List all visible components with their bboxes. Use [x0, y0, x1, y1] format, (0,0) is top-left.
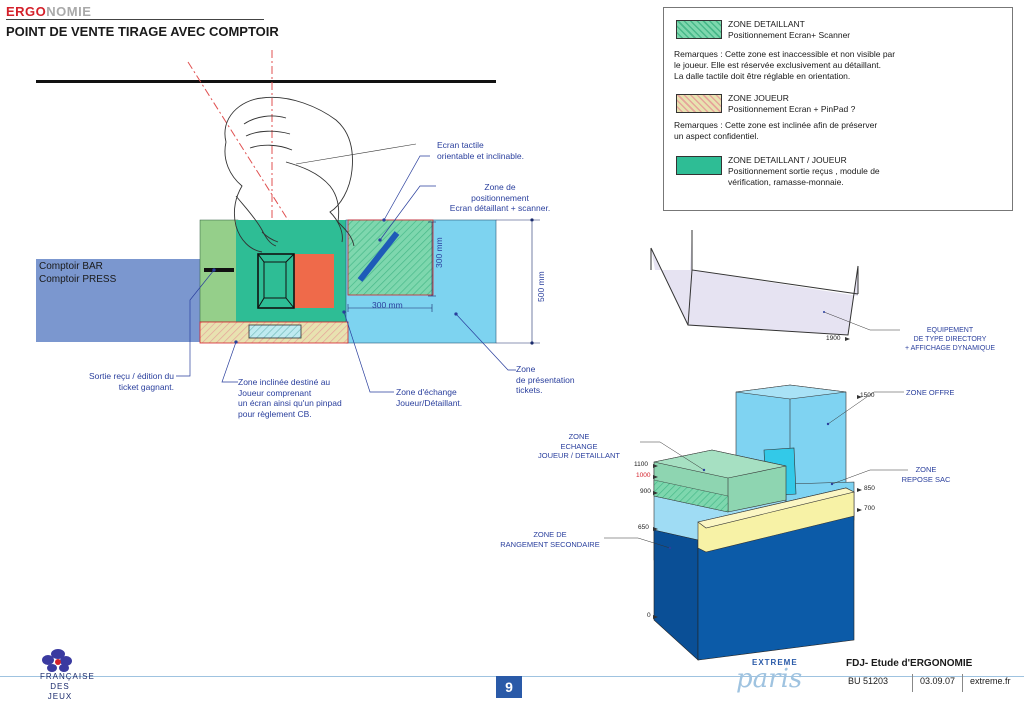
legend-swatch-detaillant [676, 20, 722, 39]
ticket-slot [204, 268, 234, 272]
footer-separator-2 [962, 674, 963, 692]
height-900: 900 [640, 488, 651, 495]
tactile-screen [357, 231, 400, 282]
height-850: 850 [864, 485, 875, 492]
height-650: 650 [638, 524, 649, 531]
iso-furniture [604, 337, 908, 661]
study-date: 03.09.07 [920, 676, 956, 686]
brand-part1: ERGO [6, 4, 47, 19]
equipment-height-1900: 1900 [826, 335, 841, 342]
person-outline [224, 96, 355, 253]
dim-500: 500 mm [536, 271, 546, 302]
footer-separator-1 [912, 674, 913, 692]
dim-300-vertical: 300 mm [434, 237, 444, 268]
legend-swatch-joueur [676, 94, 722, 113]
height-0: 0 [647, 612, 651, 619]
height-700: 700 [864, 505, 875, 512]
bu-number: BU 51203 [848, 676, 889, 686]
counter-press-label: Comptoir PRESS [39, 274, 117, 285]
pinpad-device [248, 324, 302, 339]
extreme-label: EXTREME [752, 658, 798, 667]
paris-label: paris [736, 664, 803, 694]
brand-part2: NOMIE [46, 4, 92, 19]
header-rule [6, 19, 264, 20]
height-1000: 1000 [636, 472, 651, 479]
fdj-logo-mark [42, 649, 72, 672]
page-number: 9 [496, 676, 522, 698]
legend-swatch-detaillant-joueur [676, 156, 722, 175]
height-1500: 1500 [860, 392, 875, 399]
wall-line [36, 80, 496, 83]
page-title: POINT DE VENTE TIRAGE AVEC COMPTOIR [6, 24, 279, 39]
label-zone-offre: ZONE OFFRE [906, 388, 955, 397]
counter-bar [36, 259, 204, 342]
equipment-drawing [650, 230, 900, 336]
zone-orange [292, 254, 334, 308]
brand-title: ERGONOMIE [6, 4, 91, 19]
height-1100: 1100 [634, 461, 648, 468]
legend-remark2: Remarques : Cette zone est inclinée afin… [674, 120, 878, 141]
counter-bar-label: Comptoir BAR [39, 261, 103, 272]
legend-remark1: Remarques : Cette zone est inaccessible … [674, 49, 896, 81]
zone-detaillant-plan [347, 219, 434, 296]
site-link[interactable]: extreme.fr [970, 676, 1011, 686]
dim-300-horizontal: 300 mm [372, 300, 403, 310]
fdj-study-title: FDJ- Etude d'ERGONOMIE [846, 658, 973, 669]
